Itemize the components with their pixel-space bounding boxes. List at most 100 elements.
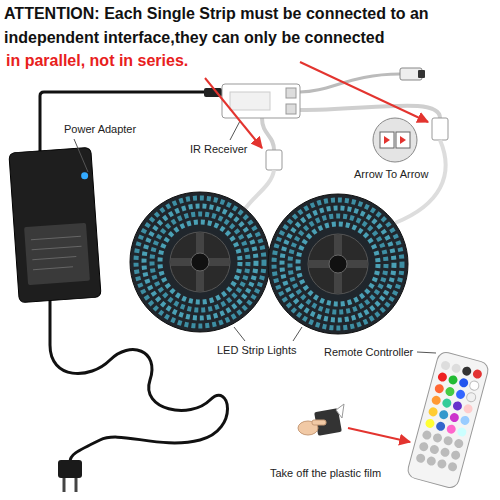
led-strip-reel	[191, 253, 209, 271]
led-strip-reel	[274, 200, 402, 328]
callout-label: IR Receiver	[188, 142, 249, 157]
led-strip-reel	[152, 214, 248, 310]
film-icon	[336, 404, 344, 418]
remote-controller	[451, 363, 462, 374]
remote-controller	[459, 415, 470, 426]
remote-controller	[446, 424, 457, 435]
led-strip-reel	[308, 234, 368, 294]
remote-controller	[431, 395, 442, 406]
led-strip-reel	[144, 206, 256, 318]
strip-connector	[432, 118, 448, 140]
remote-controller	[440, 360, 451, 371]
mains-cable	[75, 478, 78, 492]
leader-line	[234, 327, 245, 341]
led-strip-reel	[329, 255, 347, 273]
remote-controller	[426, 456, 437, 467]
led-strip-reel	[268, 194, 408, 334]
strip-connector	[266, 150, 282, 170]
power-adapter	[31, 236, 81, 239]
connector-inset	[373, 118, 417, 162]
attention-arrow	[205, 62, 428, 442]
remote-controller	[438, 409, 449, 420]
callout-label: Take off the plastic film	[268, 466, 383, 481]
strip-connector	[245, 170, 274, 209]
led-strip-reel	[282, 208, 394, 320]
remote-controller	[456, 426, 467, 437]
remote-controller	[415, 453, 426, 464]
remote-controller	[448, 374, 459, 385]
film-icon	[312, 420, 326, 425]
led-strip-reel	[298, 224, 378, 304]
remote-controller	[444, 386, 455, 397]
ir-receiver	[418, 70, 425, 78]
callout-label: LED Strip Lights	[215, 343, 298, 358]
led-strip-reel	[170, 232, 230, 292]
remote-controller	[472, 369, 483, 380]
mains-cable	[58, 460, 82, 478]
connector-inset	[373, 118, 417, 162]
ir-receiver	[300, 74, 400, 92]
remote-controller	[434, 383, 445, 394]
remote-controller	[437, 372, 448, 383]
remote-controller	[453, 438, 464, 449]
remote-controller	[418, 441, 429, 452]
film-icon	[298, 404, 344, 436]
remote-controller	[455, 389, 466, 400]
remote-controller	[452, 400, 463, 411]
remote-controller	[440, 447, 451, 458]
led-strip-reel	[136, 198, 264, 326]
remote-controller	[441, 398, 452, 409]
remote-controller	[436, 458, 447, 469]
leader-line	[74, 121, 436, 353]
attention-arrow	[300, 62, 428, 122]
leader-line	[74, 139, 88, 172]
remote-controller	[447, 461, 458, 472]
remote-controller	[463, 403, 474, 414]
remote-controller	[406, 350, 490, 489]
led-strip-reel	[160, 222, 240, 302]
attention-arrow	[348, 428, 410, 442]
remote-controller	[421, 430, 432, 441]
leader-line	[293, 327, 302, 341]
remote-controller	[458, 377, 469, 388]
remote-controller	[443, 435, 454, 446]
remote-controller	[450, 450, 461, 461]
remote-controller	[406, 350, 490, 489]
connector-inset	[384, 136, 390, 144]
callout-label: Arrow To Arrow	[352, 167, 430, 182]
remote-controller	[469, 380, 480, 391]
dc-cable	[40, 92, 204, 152]
remote-controller	[424, 418, 435, 429]
led-strip-reel	[130, 192, 270, 332]
remote-controller	[466, 392, 477, 403]
connector-inset	[400, 136, 406, 144]
ir-receiver	[286, 104, 296, 114]
power-adapter	[81, 172, 88, 179]
title: ATTENTION: Each Single Strip must be con…	[2, 2, 496, 50]
remote-controller	[428, 406, 439, 417]
led-strip-reel	[268, 194, 408, 334]
attention-arrow	[205, 78, 262, 148]
connector-inset	[380, 132, 394, 148]
mains-cable	[63, 478, 66, 492]
remote-controller	[429, 444, 440, 455]
leader-line	[417, 352, 436, 353]
remote-controller	[435, 421, 446, 432]
callout-label: Remote Controller	[322, 345, 415, 360]
connector-inset	[396, 132, 410, 148]
led-strip-reel	[130, 192, 270, 332]
callout-label: Power Adapter	[62, 122, 138, 137]
ir-receiver	[262, 118, 274, 150]
remote-controller	[449, 412, 460, 423]
ir-receiver	[300, 106, 440, 118]
power-adapter	[24, 223, 90, 285]
power-adapter	[32, 257, 76, 260]
led-strip-reel	[290, 216, 386, 312]
remote-controller	[461, 366, 472, 377]
remote-controller	[432, 432, 443, 443]
ir-receiver	[286, 88, 296, 98]
warning-text: in parallel, not in series.	[4, 50, 190, 72]
power-adapter	[33, 267, 73, 270]
